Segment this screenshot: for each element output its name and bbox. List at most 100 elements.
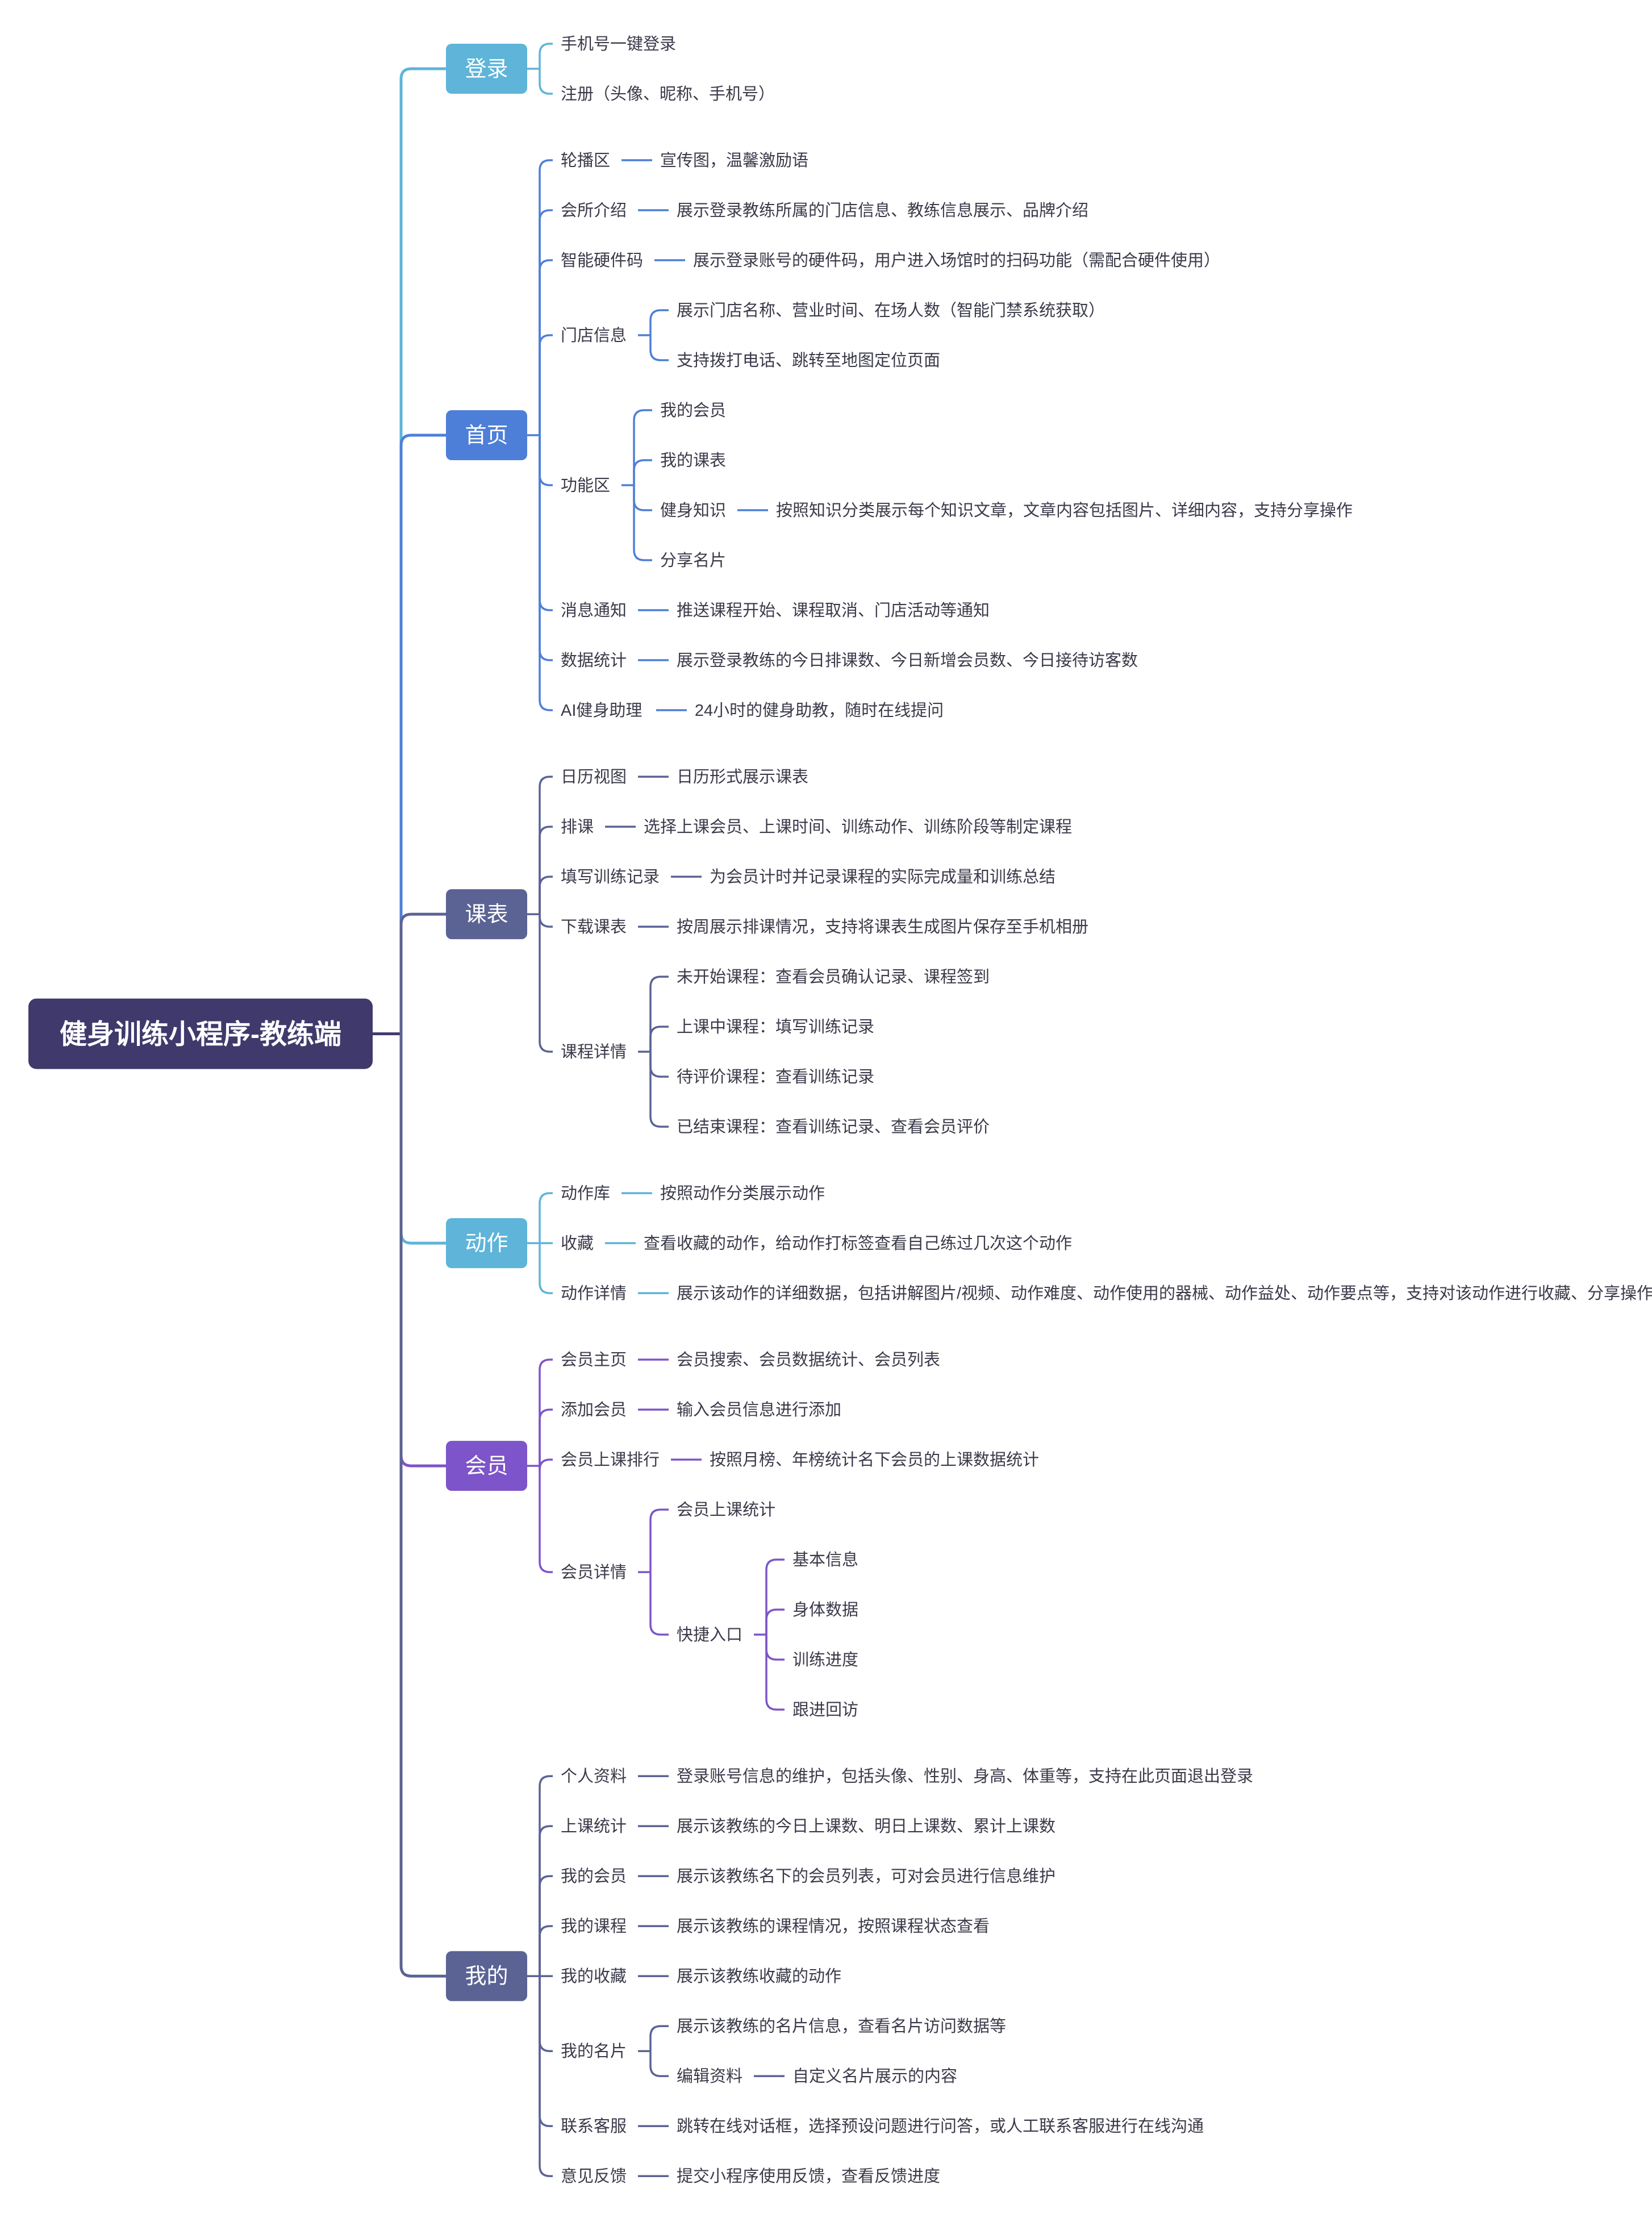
topic-connector: [539, 1775, 553, 1977]
topic-connector: [765, 1635, 785, 1711]
subtopic-label: 展示该教练的课程情况，按照课程状态查看: [677, 1917, 990, 1936]
topic-connector: [539, 1192, 553, 1244]
topic-label: 会员上课排行: [561, 1450, 660, 1469]
subtopic-label: 分享名片: [660, 551, 726, 570]
topic-label: 我的收藏: [561, 1967, 627, 1986]
topic-label: 会员主页: [561, 1350, 627, 1369]
subtopic-label: 我的课表: [660, 451, 726, 470]
topic-label: 智能硬件码: [561, 251, 643, 270]
topic-label: 动作库: [561, 1184, 610, 1203]
subtopic-label: 未开始课程：查看会员确认记录、课程签到: [677, 968, 990, 986]
topic-label: 消息通知: [561, 601, 627, 620]
topic-connector: [539, 1458, 553, 1470]
subtopic-label: 登录账号信息的维护，包括头像、性别、身高、体重等，支持在此页面退出登录: [677, 1767, 1253, 1786]
subtopic-label: 编辑资料: [677, 2067, 742, 2086]
subtopic-label: 展示门店名称、营业时间、在场人数（智能门禁系统获取）: [677, 301, 1105, 320]
topic-connector: [539, 435, 553, 711]
topic-connector: [539, 334, 553, 436]
topic-label: 注册（头像、昵称、手机号）: [561, 85, 775, 103]
topic-connector: [539, 1976, 553, 2052]
topic-connector: [649, 1052, 669, 1128]
topic-connector: [649, 2025, 669, 2052]
subtopic-label: 宣传图，温馨激励语: [660, 151, 808, 170]
subtopic-label: 按照知识分类展示每个知识文章，文章内容包括图片、详细内容，支持分享操作: [776, 501, 1353, 520]
subtopic-label: 会员上课统计: [677, 1500, 775, 1519]
node-layer: 健身训练小程序-教练端登录手机号一键登录注册（头像、昵称、手机号）首页轮播区宣传…: [28, 35, 1652, 2186]
branch-node: [446, 44, 527, 94]
topic-label: AI健身助理: [561, 701, 642, 720]
subtopic-label: 跳转在线对话框，选择预设问题进行问答，或人工联系客服进行在线沟通: [677, 2117, 1204, 2136]
subtopic-label: 上课中课程：填写训练记录: [677, 1018, 874, 1036]
subtopic-label: 24小时的健身助教，随时在线提问: [695, 701, 944, 720]
subtopic-label: 展示该教练的名片信息，查看名片访问数据等: [677, 2017, 1006, 2036]
topic-connector: [649, 309, 669, 336]
subtopic-label: 展示该动作的详细数据，包括讲解图片/视频、动作难度、动作使用的器械、动作益处、动…: [677, 1284, 1652, 1303]
topic-label: 动作详情: [561, 1284, 627, 1303]
subtopic-label: 训练进度: [792, 1650, 858, 1669]
topic-label: 日历视图: [561, 768, 627, 786]
subtopic-label: 基本信息: [792, 1550, 858, 1569]
topic-label: 添加会员: [561, 1400, 627, 1419]
topic-label: 收藏: [561, 1234, 594, 1253]
topic-label: 下载课表: [561, 918, 627, 936]
topic-connector: [649, 975, 669, 1052]
topic-label: 课程详情: [561, 1043, 627, 1061]
topic-label: 排课: [561, 818, 594, 836]
topic-connector: [649, 1508, 669, 1573]
topic-connector: [539, 435, 553, 661]
topic-connector: [649, 335, 669, 361]
subtopic-label: 提交小程序使用反馈，查看反馈进度: [677, 2167, 940, 2186]
topic-connector: [649, 1572, 669, 1636]
topic-connector: [765, 1558, 785, 1635]
branch-label: 首页: [465, 424, 508, 448]
topic-connector: [633, 459, 652, 486]
branch-label: 会员: [465, 1454, 508, 1478]
subtopic-label: 我的会员: [660, 401, 726, 420]
branch-connector: [399, 1033, 446, 1978]
topic-connector: [539, 1466, 553, 1573]
branch-connector: [399, 912, 446, 1034]
subtopic-label: 按周展示排课情况，支持将课表生成图片保存至手机相册: [677, 918, 1088, 936]
subtopic-label: 自定义名片展示的内容: [792, 2067, 957, 2086]
branch-node: [446, 1951, 527, 2002]
topic-connector: [539, 43, 553, 69]
topic-connector: [539, 1875, 553, 1977]
subtopic-label: 展示登录账号的硬件码，用户进入场馆时的扫码功能（需配合硬件使用）: [693, 251, 1220, 270]
subtopic-label: 按照动作分类展示动作: [660, 1184, 825, 1203]
subtopic-label: 按照月榜、年榜统计名下会员的上课数据统计: [710, 1450, 1039, 1469]
subtopic-label: 待评价课程：查看训练记录: [677, 1068, 874, 1086]
subtopic-label: 展示该教练收藏的动作: [677, 1967, 841, 1986]
subtopic-label: 为会员计时并记录课程的实际完成量和训练总结: [710, 868, 1056, 886]
topic-label: 我的课程: [561, 1917, 627, 1936]
topic-connector: [633, 485, 652, 511]
topic-connector: [539, 259, 553, 436]
subtopic-label: 展示登录教练的今日排课数、今日新增会员数、今日接待访客数: [677, 651, 1138, 670]
topic-label: 会所介绍: [561, 201, 627, 220]
topic-connector: [633, 485, 652, 561]
branch-connector: [399, 1033, 446, 1245]
topic-connector: [539, 209, 553, 436]
subtopic-label: 健身知识: [660, 501, 726, 520]
topic-connector: [765, 1635, 785, 1661]
branch-label: 课表: [465, 903, 508, 927]
topic-connector: [539, 435, 553, 486]
topic-label: 我的会员: [561, 1867, 627, 1886]
topic-connector: [633, 409, 652, 486]
connector-layer: [373, 43, 785, 2177]
topic-connector: [649, 1025, 669, 1052]
subtopic-label: 展示登录教练所属的门店信息、教练信息展示、品牌介绍: [677, 201, 1088, 220]
subtopic-label: 支持拨打电话、跳转至地图定位页面: [677, 351, 940, 370]
topic-connector: [539, 875, 553, 915]
topic-label: 意见反馈: [561, 2167, 627, 2186]
branch-node: [446, 889, 527, 940]
topic-label: 联系客服: [561, 2117, 627, 2136]
branch-connector: [399, 1033, 446, 1467]
topic-connector: [539, 435, 553, 611]
topic-label: 个人资料: [561, 1767, 627, 1786]
topic-label: 上课统计: [561, 1817, 627, 1836]
subtopic-label: 快捷入口: [677, 1625, 742, 1644]
topic-connector: [649, 1052, 669, 1078]
subtopic-label: 会员搜索、会员数据统计、会员列表: [677, 1350, 940, 1369]
